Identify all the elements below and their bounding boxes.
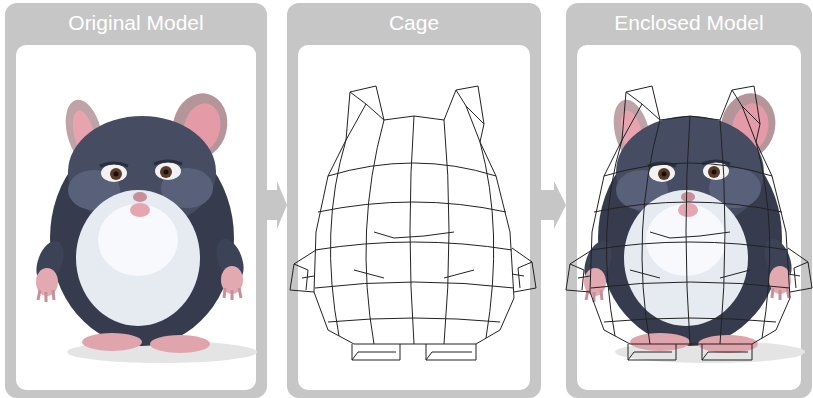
panel-title: Original Model (68, 10, 203, 36)
drawing-part (267, 190, 277, 220)
flow-arrow (541, 181, 566, 229)
cage-wireframe (566, 86, 812, 360)
cage-wireframe (290, 86, 536, 360)
panel-title: Enclosed Model (614, 10, 763, 36)
drawing-part (541, 190, 554, 220)
chinchilla-model (31, 87, 257, 363)
drawing-part (277, 181, 287, 229)
panel-title: Cage (389, 10, 439, 36)
flow-arrow (267, 181, 287, 229)
drawing-part (554, 181, 566, 229)
